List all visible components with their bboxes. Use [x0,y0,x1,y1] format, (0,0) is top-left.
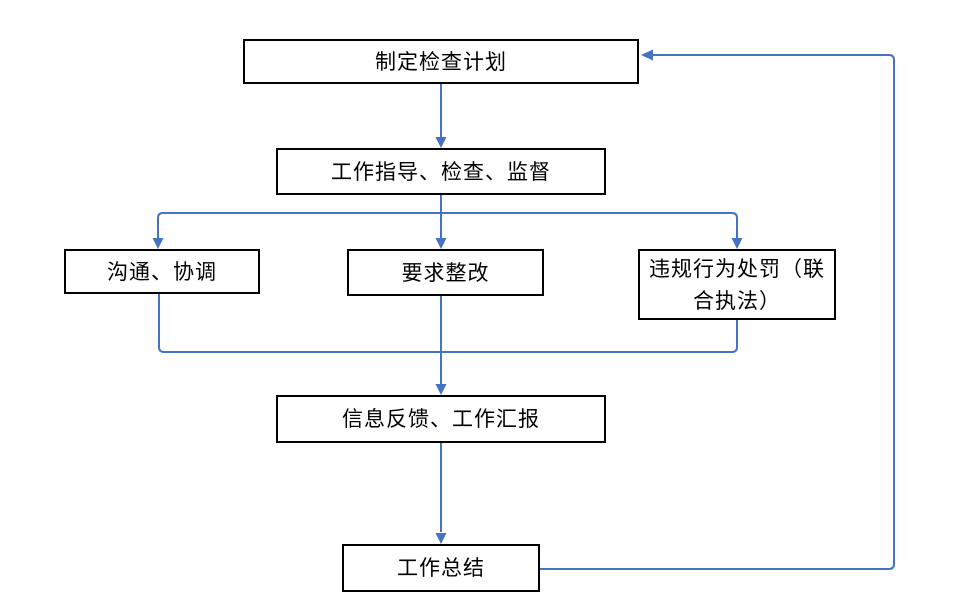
node-require-rectification: 要求整改 [347,249,544,296]
connector-guide-to-rectify [435,195,447,249]
node-information-feedback-work-report: 信息反馈、工作汇报 [276,395,606,443]
arrowhead-down-icon [152,238,164,249]
node-label: 要求整改 [401,260,490,285]
node-label: 制定检查计划 [375,49,507,74]
node-label: 工作指导、检查、监督 [331,159,551,184]
arrowhead-down-icon [435,238,447,249]
connector-plan-to-guide [435,84,447,148]
node-label: 沟通、协调 [107,259,217,284]
node-label: 违规行为处罚（联 合执法） [649,256,825,313]
connector-summary-to-plan-loop [540,49,895,570]
node-work-guidance-inspection-supervision: 工作指导、检查、监督 [276,148,606,195]
arrowhead-down-icon [435,137,447,148]
node-communication-coordination: 沟通、协调 [64,249,260,294]
connector-feedback-to-summary [435,443,447,544]
node-violation-punishment-joint-enforcement: 违规行为处罚（联 合执法） [638,249,836,320]
arrowhead-down-icon [435,533,447,544]
arrowhead-down-icon [731,238,743,249]
node-work-summary: 工作总结 [342,544,540,592]
node-label: 信息反馈、工作汇报 [342,407,540,431]
connector-collector-to-feedback [435,296,447,395]
connector-punish-to-collector [441,320,738,353]
connector-guide-branch [152,212,743,249]
arrowhead-left-icon [641,49,653,61]
arrowhead-down-icon [435,384,447,395]
connector-comm-to-collector [158,294,441,353]
node-label: 工作总结 [397,556,485,580]
node-make-inspection-plan: 制定检查计划 [243,39,639,84]
